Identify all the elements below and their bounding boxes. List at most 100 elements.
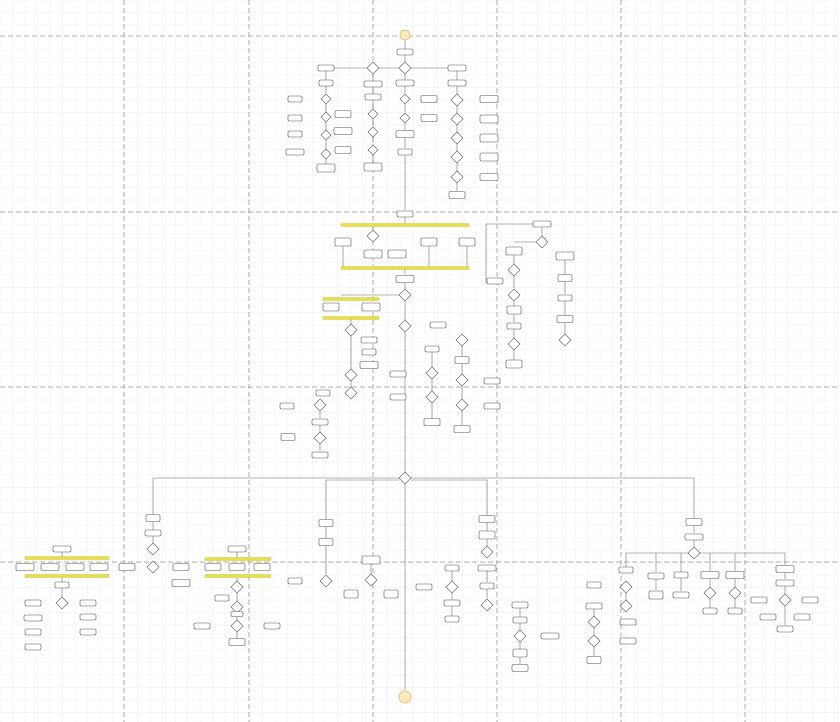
action-node — [361, 302, 381, 312]
action-node — [505, 359, 523, 369]
action-node — [287, 577, 303, 585]
action-node — [448, 191, 466, 199]
decision-node — [587, 615, 601, 629]
decision-node — [313, 431, 327, 445]
action-node — [361, 555, 381, 565]
action-node — [750, 596, 768, 604]
action-node — [672, 591, 690, 599]
action-node — [586, 581, 602, 589]
decision-node — [425, 366, 439, 380]
action-node — [479, 114, 499, 124]
action-node — [486, 277, 504, 285]
decision-node — [587, 634, 601, 648]
action-node — [363, 249, 383, 259]
action-node — [648, 590, 664, 600]
action-node — [24, 643, 42, 651]
decision-node — [344, 386, 358, 400]
action-node — [684, 533, 704, 541]
action-node — [619, 637, 637, 645]
action-node — [387, 249, 407, 259]
action-node — [511, 601, 529, 609]
action-node — [333, 127, 353, 135]
action-node — [511, 664, 529, 672]
action-node — [24, 599, 42, 607]
action-node — [228, 563, 246, 571]
action-node — [776, 625, 794, 633]
connector — [325, 479, 399, 519]
action-node — [253, 563, 271, 571]
action-node — [420, 237, 438, 247]
action-node — [334, 110, 352, 118]
action-node — [506, 322, 522, 330]
decision-node — [366, 229, 380, 243]
action-node — [423, 418, 441, 426]
action-node — [311, 418, 329, 426]
decision-node — [480, 545, 494, 559]
action-node — [118, 563, 136, 571]
decision-node — [445, 580, 459, 594]
action-node — [316, 163, 336, 173]
action-node — [673, 571, 689, 579]
connector — [411, 479, 488, 515]
action-node — [429, 321, 447, 329]
action-node — [227, 545, 247, 553]
action-node — [171, 579, 191, 587]
nodes — [15, 29, 819, 704]
decision-node — [367, 108, 379, 120]
decision-node — [364, 573, 378, 587]
action-node — [793, 613, 811, 621]
action-node — [79, 599, 97, 607]
action-node — [389, 370, 407, 378]
action-node — [359, 361, 379, 369]
action-node — [23, 614, 43, 622]
action-node — [447, 64, 467, 72]
decision-node — [450, 131, 464, 145]
action-node — [556, 315, 574, 323]
decision-node — [398, 319, 412, 333]
action-node — [618, 566, 634, 574]
action-node — [364, 93, 382, 101]
action-node — [700, 571, 720, 579]
decision-node — [398, 288, 412, 302]
action-node — [263, 622, 281, 630]
decision-node — [320, 148, 332, 160]
action-node — [458, 237, 476, 247]
action-node — [280, 433, 296, 441]
action-node — [477, 564, 497, 572]
action-node — [228, 638, 246, 646]
action-node — [702, 607, 718, 615]
decision-node — [507, 263, 521, 277]
action-node — [334, 146, 352, 154]
action-node — [557, 294, 573, 302]
decision-node — [535, 235, 549, 249]
decision-node — [55, 596, 69, 610]
action-node — [512, 648, 528, 658]
action-node — [363, 80, 383, 88]
decision-node — [455, 373, 469, 387]
action-node — [145, 514, 161, 522]
action-node — [15, 563, 35, 571]
action-node — [420, 114, 438, 122]
action-node — [204, 563, 222, 571]
action-node — [557, 274, 573, 282]
action-node — [505, 246, 523, 256]
action-node — [483, 402, 501, 410]
decision-node — [778, 593, 792, 607]
action-node — [318, 538, 334, 546]
action-node — [24, 628, 42, 636]
decision-node — [319, 574, 333, 588]
action-node — [172, 563, 190, 571]
decision-node — [367, 144, 379, 156]
decision-node — [513, 629, 527, 643]
action-node — [360, 336, 378, 344]
action-node — [287, 130, 303, 138]
action-node — [512, 616, 528, 624]
action-node — [317, 64, 335, 72]
fork-join-bar — [340, 266, 470, 270]
action-node — [725, 571, 745, 579]
action-node — [479, 95, 499, 103]
action-node — [397, 148, 413, 156]
connector — [700, 552, 786, 565]
